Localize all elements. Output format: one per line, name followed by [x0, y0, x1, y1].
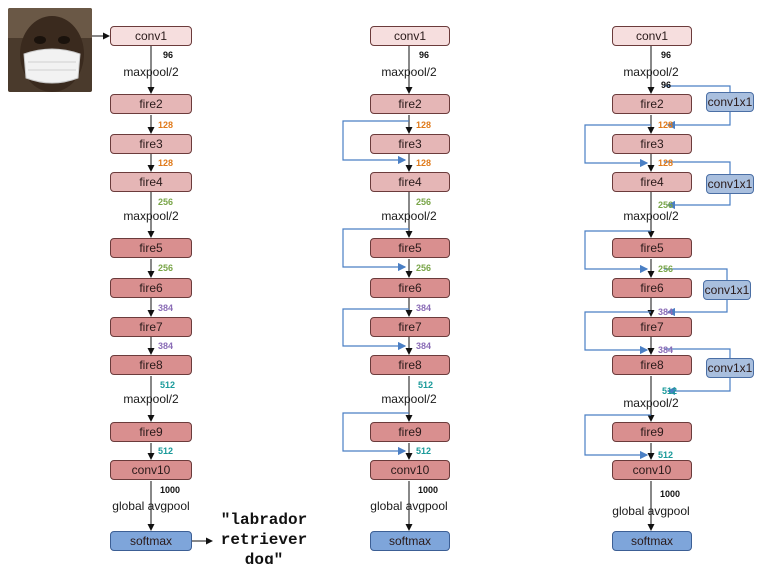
col2-fire8-box: fire8: [370, 355, 450, 375]
prediction-label: "labrador retriever dog": [220, 511, 308, 564]
col3-conv1x1-box: conv1x1: [703, 280, 751, 300]
col3-fire7-box: fire7: [612, 317, 692, 337]
col3-fire6-box: fire6: [612, 278, 692, 298]
col3-num: 384: [658, 307, 674, 317]
col2-fire6-box: fire6: [370, 278, 450, 298]
col2-num: 96: [419, 50, 430, 60]
col3-num: 256: [658, 200, 674, 210]
col2-fire5-box: fire5: [370, 238, 450, 258]
col1-softmax-box: softmax: [110, 531, 192, 551]
col2-fire4-box: fire4: [370, 172, 450, 192]
col2-softmax-box: softmax: [370, 531, 450, 551]
col3-num: 512: [662, 386, 678, 396]
col2-num: 1000: [418, 485, 439, 495]
col3-num: 128: [658, 158, 674, 168]
col3-num: 96: [661, 50, 672, 60]
col2-fire9-box: fire9: [370, 422, 450, 442]
col1-num: 1000: [160, 485, 181, 495]
col3-num: 128: [658, 120, 674, 130]
col3-num: 384: [658, 345, 674, 355]
col1-num: 128: [158, 120, 174, 130]
col3-conv1x1-box: conv1x1: [706, 92, 754, 112]
col3-maxpool-label: maxpool/2: [623, 209, 679, 223]
col3-softmax-box: softmax: [612, 531, 692, 551]
col3-fire2-box: fire2: [612, 94, 692, 114]
col2-conv10-box: conv10: [370, 460, 450, 480]
col2-num: 512: [416, 446, 432, 456]
col1-fire6-box: fire6: [110, 278, 192, 298]
col3-num: 1000: [660, 489, 681, 499]
col2-num: 256: [416, 197, 432, 207]
col3-fire5-box: fire5: [612, 238, 692, 258]
col2-maxpool-label: maxpool/2: [381, 392, 437, 406]
col3-fire4-box: fire4: [612, 172, 692, 192]
input-dog-photo: [8, 8, 92, 92]
col2-num: 384: [416, 341, 432, 351]
col2-num: 512: [418, 380, 434, 390]
col1-fire7-box: fire7: [110, 317, 192, 337]
col2-num: 128: [416, 120, 432, 130]
col3-fire3-box: fire3: [612, 134, 692, 154]
col3-conv1x1-box: conv1x1: [706, 174, 754, 194]
col1-fire3-box: fire3: [110, 134, 192, 154]
col2-num: 128: [416, 158, 432, 168]
col2-conv1-box: conv1: [370, 26, 450, 46]
col3-conv10-box: conv10: [612, 460, 692, 480]
col3-avgpool-label: global avgpool: [612, 504, 690, 518]
col1-conv10-box: conv10: [110, 460, 192, 480]
col1-num: 128: [158, 158, 174, 168]
col3-num: 96: [661, 80, 672, 90]
col2-maxpool-label: maxpool/2: [381, 209, 437, 223]
col3-conv1x1-box: conv1x1: [706, 358, 754, 378]
col3-num: 512: [658, 450, 674, 460]
col1-fire5-box: fire5: [110, 238, 192, 258]
col1-fire4-box: fire4: [110, 172, 192, 192]
col1-num: 512: [158, 446, 174, 456]
col1-maxpool-label: maxpool/2: [123, 65, 179, 79]
col1-fire2-box: fire2: [110, 94, 192, 114]
col2-num: 256: [416, 263, 432, 273]
col1-fire8-box: fire8: [110, 355, 192, 375]
col2-maxpool-label: maxpool/2: [381, 65, 437, 79]
col1-fire9-box: fire9: [110, 422, 192, 442]
col1-num: 384: [158, 303, 174, 313]
col1-num: 384: [158, 341, 174, 351]
col1-num: 512: [160, 380, 176, 390]
col3-fire9-box: fire9: [612, 422, 692, 442]
col2-avgpool-label: global avgpool: [370, 499, 448, 513]
col3-num: 256: [658, 264, 674, 274]
col2-fire2-box: fire2: [370, 94, 450, 114]
col1-avgpool-label: global avgpool: [112, 499, 190, 513]
col2-num: 384: [416, 303, 432, 313]
col3-maxpool-label: maxpool/2: [623, 65, 679, 79]
col1-maxpool-label: maxpool/2: [123, 209, 179, 223]
col3-maxpool-label: maxpool/2: [623, 396, 679, 410]
col1-conv1-box: conv1: [110, 26, 192, 46]
col1-maxpool-label: maxpool/2: [123, 392, 179, 406]
col1-num: 256: [158, 263, 174, 273]
col3-fire8-box: fire8: [612, 355, 692, 375]
col2-fire3-box: fire3: [370, 134, 450, 154]
col3-conv1-box: conv1: [612, 26, 692, 46]
col2-fire7-box: fire7: [370, 317, 450, 337]
col1-num: 256: [158, 197, 174, 207]
col1-num: 96: [163, 50, 174, 60]
